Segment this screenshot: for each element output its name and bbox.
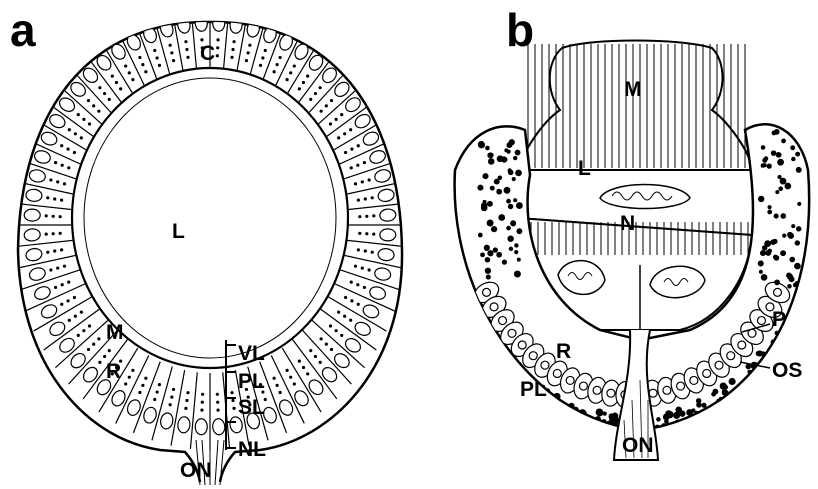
label-m-b: M (624, 78, 642, 101)
label-os-b: OS (772, 359, 802, 382)
label-n-b: N (620, 212, 635, 235)
label-r-b: R (556, 340, 571, 363)
label-p-b: P (772, 308, 786, 331)
label-c-a: C (200, 42, 215, 65)
label-vl-a: VL (238, 342, 265, 365)
label-pl-b: PL (520, 378, 547, 401)
label-on-a: ON (180, 459, 212, 482)
label-r-a: R (106, 360, 121, 383)
panel-letter-a: a (10, 4, 36, 56)
label-l-a: L (172, 220, 185, 243)
label-nl-a: NL (238, 438, 266, 461)
panel-a: a C L M R VL PL SL NL ON (10, 0, 410, 485)
label-sl-a: SL (238, 396, 265, 419)
label-pl-a: PL (238, 370, 265, 393)
label-m-a: M (106, 321, 124, 344)
label-on-b: ON (622, 434, 654, 457)
panel-letter-b: b (506, 4, 534, 56)
label-l-b: L (578, 157, 591, 180)
panel-b: b (428, 4, 818, 460)
